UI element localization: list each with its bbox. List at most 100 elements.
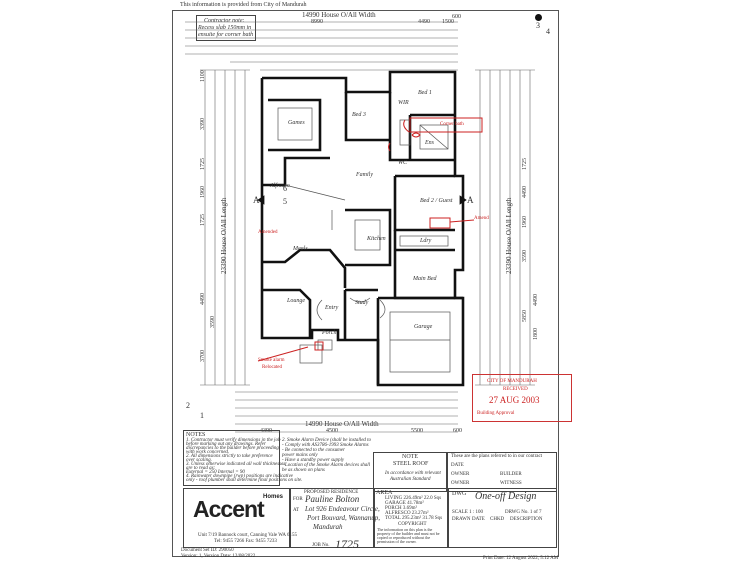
description-label: DESCRIPTION <box>510 517 543 522</box>
room-wir: WIR <box>398 100 409 106</box>
footer-version: Version: 1, Version Date: 12/08/2022 <box>181 554 256 559</box>
section-label: A <box>253 195 260 205</box>
room-bed3: Bed 3 <box>352 112 366 118</box>
room-main-bed: Main Bed <box>413 276 437 282</box>
drawing-sheet <box>172 10 559 557</box>
dim-top-width: 14990 House O/All Width <box>302 11 376 19</box>
footer-print-date: Print Date: 12 August 2022, 5:12 AM <box>483 556 559 561</box>
room-garage: Garage <box>414 324 433 330</box>
contractor-note: Recess slab 150mm in <box>198 25 252 31</box>
drawing-number: DRWG No. 1 of 7 <box>505 510 542 515</box>
smoke-note-line: power mains only <box>282 453 318 458</box>
page-number: 3 <box>536 21 540 30</box>
note-line: before marking out any drawings. Refer <box>186 442 266 447</box>
page-number: 2 <box>186 401 190 410</box>
smoke-note-line: - Comply with AS3786-1993 Smoke Alarms <box>282 443 369 448</box>
approval-stamp: CITY OF MANDURAH RECEIVED 27 AUG 2003 Bu… <box>472 374 572 422</box>
stamp-line: RECEIVED <box>503 387 528 392</box>
red-note: Smoke alarm <box>258 358 285 363</box>
area-line: PORCH 3.69m² <box>385 506 418 511</box>
project-for-label: FOR <box>293 497 303 502</box>
stamp-line: CITY OF MANDURAH <box>487 379 537 384</box>
footer-doc-set: Document Set ID: 290050 <box>181 548 234 553</box>
note-line: 2. All dimensions strictly to take prefe… <box>186 454 273 459</box>
contract-witness-label: WITNESS <box>500 481 522 486</box>
area-line: GARAGE 41.78m² <box>385 501 424 506</box>
chkd-label: CHKD <box>490 517 505 522</box>
contractor-note: Contractor note: <box>204 18 245 24</box>
contract-owner-label: OWNER <box>451 472 470 477</box>
roof-note-box <box>373 452 447 492</box>
room-lounge: Lounge <box>287 298 305 304</box>
contract-date-label: DATE <box>451 463 464 468</box>
room-entry: Entry <box>325 305 339 311</box>
header-notice: This information is provided from City o… <box>180 2 307 8</box>
logo-suffix: Homes <box>263 494 284 500</box>
note-line: External = 250 Internal = 90 <box>186 470 245 475</box>
area-title: AREA <box>376 490 393 496</box>
room-wc: WC <box>398 160 407 166</box>
red-note: Amended <box>258 230 278 235</box>
general-notes-box <box>183 430 280 486</box>
project-client: Pauline Bolton <box>305 494 360 504</box>
project-at-label: AT <box>293 508 300 513</box>
project-address: Lot 926 Endeavour Circle, <box>305 505 380 513</box>
drawn-label: DRAWN <box>452 517 471 522</box>
room-family: Family <box>356 172 373 178</box>
project-box <box>290 488 374 548</box>
smoke-note-line: - Have a standby power supply <box>282 458 345 463</box>
copyright-text: The information on this plan is the prop… <box>377 527 440 544</box>
roof-note-line: STEEL ROOF <box>393 461 429 467</box>
roof-note-title: NOTE <box>402 454 418 460</box>
project-label: PROPOSED RESIDENCE <box>304 490 359 495</box>
note-line: 4. Rainwater downpipe (rwp) positions ar… <box>186 474 293 479</box>
room-ens: Ens <box>425 140 434 146</box>
red-note: Relocated <box>262 365 282 370</box>
area-line: TOTAL 295.23m² 31.78 Sqs <box>385 516 443 521</box>
red-note: Amend <box>474 216 489 221</box>
smoke-note-line: - Be connected to the consumer <box>282 448 345 453</box>
notes-title: NOTES <box>186 432 206 438</box>
dwg-value: One-off Design <box>475 491 537 502</box>
note-line: are to read as: <box>186 466 216 471</box>
company-phone: Tel: 9455 7266 Fax: 9455 7233 <box>214 539 277 544</box>
company-box <box>183 488 290 548</box>
company-logo: Accent Homes <box>193 492 285 528</box>
area-box <box>374 488 448 548</box>
area-line: LIVING 226.49m² 22.0 Sqs <box>385 496 442 501</box>
section-label: 5 <box>283 197 287 206</box>
dim-bottom-right: 5500 <box>411 428 423 434</box>
room-bed1: Bed 1 <box>418 90 432 96</box>
dim-bottom-left: 4390 <box>260 428 272 434</box>
contract-builder-label: BUILDER <box>500 472 522 477</box>
room-kitchen: Kitchen <box>367 236 386 242</box>
room-games: Games <box>288 120 305 126</box>
corner-dot <box>535 14 542 21</box>
room-bed2: Bed 2 / Guest <box>420 198 453 204</box>
room-porch: Porch <box>322 330 337 336</box>
contract-title: These are the plans referred to in our c… <box>451 454 543 459</box>
project-address: Port Bouvard, Wannanup, <box>307 514 380 522</box>
logo-brand: Accent <box>193 496 265 522</box>
roof-note-line: In accordance with relevant <box>385 471 441 476</box>
smoke-note-line: be as shown on plans <box>282 468 325 473</box>
project-address: Mandurah <box>313 523 343 531</box>
contract-owner-label-2: OWNER <box>451 481 470 486</box>
section-label: A <box>467 195 474 205</box>
scale: SCALE 1 : 100 <box>452 510 483 515</box>
stamp-date: 27 AUG 2003 <box>489 395 540 405</box>
smoke-note-line: - Location of the Smoke Alarm devices sh… <box>282 463 371 468</box>
note-line: with work concerned. <box>186 450 230 455</box>
note-line: discrepancies to the builder before proc… <box>186 446 279 451</box>
red-note: Corner bath <box>440 122 464 127</box>
dim-top-far-right: 600 <box>452 14 461 20</box>
dim-bottom-mid: 4500 <box>326 428 338 434</box>
room-ldry: Ldry <box>420 238 432 244</box>
dwg-label: DWG <box>452 491 467 497</box>
room-study: Study <box>355 300 369 306</box>
roof-note-line: Australian Standard <box>390 477 431 482</box>
job-number: 1725 <box>335 537 359 551</box>
dim-bottom-far-right: 600 <box>453 428 462 434</box>
note-line: 3. Unless otherwise indicated all wall t… <box>186 462 286 467</box>
stamp-line: Building Approval <box>477 411 515 416</box>
